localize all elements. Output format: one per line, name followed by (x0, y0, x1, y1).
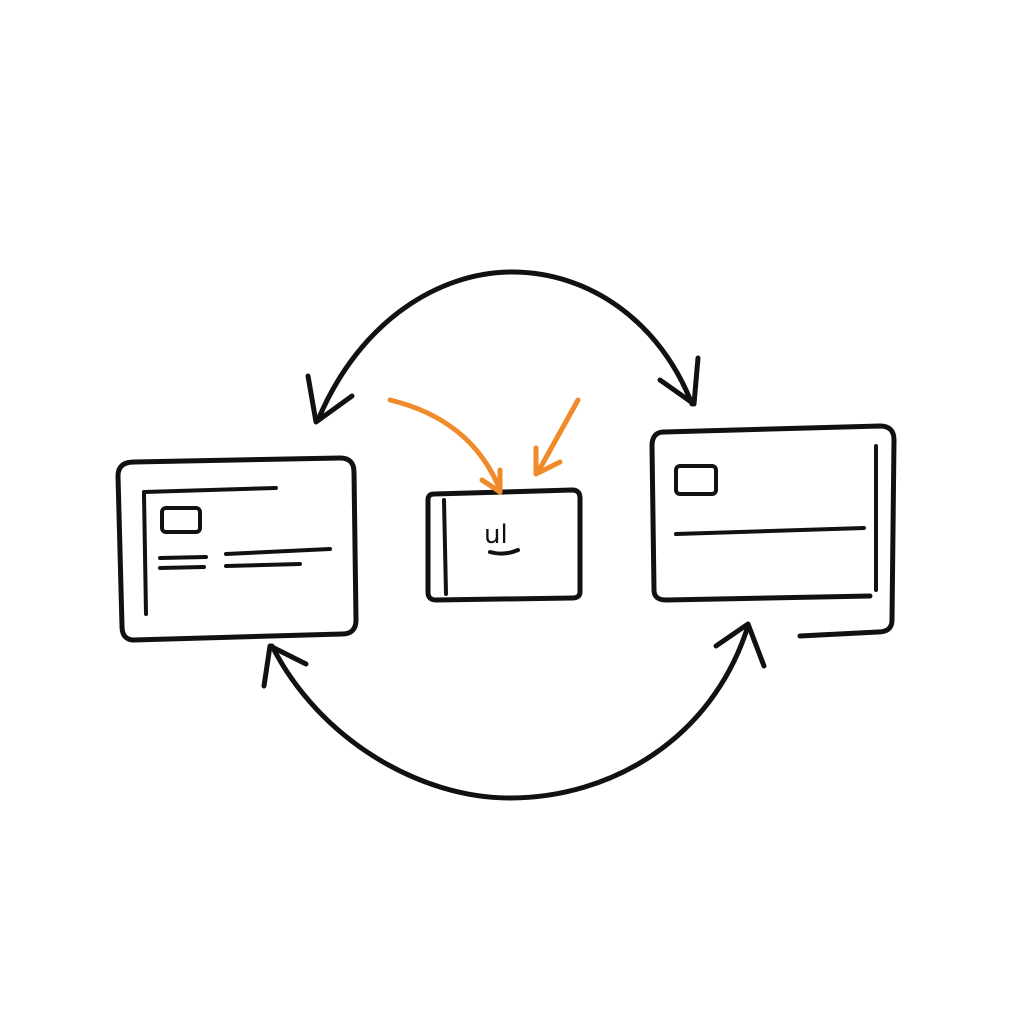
center-component-card: ul (425, 487, 583, 603)
bottom-arc-line (269, 623, 751, 801)
left-card-text-line-4 (224, 562, 302, 568)
center-card-frame (425, 487, 583, 603)
left-card-top-line (142, 486, 278, 494)
center-card-smile-mark (488, 548, 520, 556)
center-card-label: ul (484, 520, 508, 550)
left-card-text-line-2 (158, 565, 206, 570)
top-cycle-arrow (305, 269, 701, 425)
accent-arrow-left-head (479, 467, 503, 495)
accent-arrows (387, 397, 581, 495)
top-arc-right-arrowhead (657, 355, 701, 407)
right-card-frame-left (649, 429, 873, 603)
left-card-text-line-3 (224, 547, 332, 556)
right-card-frame (661, 423, 897, 639)
bottom-cycle-arrow (261, 621, 767, 801)
top-arc-left-arrowhead (305, 373, 355, 425)
accent-arrow-left-shaft (387, 397, 503, 493)
bottom-arc-right-arrowhead (713, 621, 767, 669)
accent-arrow-right-shaft (535, 397, 581, 475)
right-wireframe-card (649, 423, 897, 639)
left-card-text-line-1 (158, 555, 208, 560)
top-arc-line (315, 269, 695, 423)
left-card-frame (115, 455, 359, 643)
bottom-arc-left-arrowhead (261, 643, 309, 689)
right-card-image-placeholder (674, 464, 718, 496)
left-card-image-placeholder (160, 506, 202, 534)
center-card-inner-edge (442, 498, 448, 596)
accent-arrow-right-head (533, 445, 563, 477)
left-card-inner-edge (142, 492, 148, 616)
left-wireframe-card (115, 455, 359, 643)
right-card-text-line (674, 526, 866, 536)
